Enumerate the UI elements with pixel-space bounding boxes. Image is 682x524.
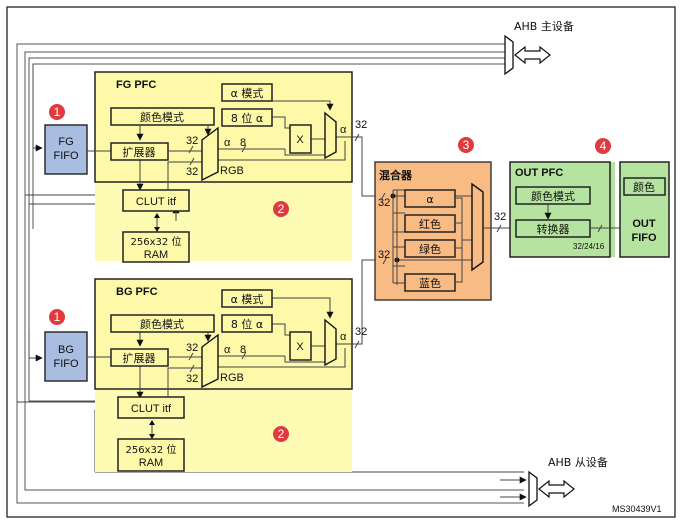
ahb-master-port: AHB 主设备 [504, 19, 574, 76]
out-color-mode-label: 颜色模式 [531, 189, 575, 203]
bg-multiplier-label: X [296, 341, 304, 353]
fg-expander-label: 扩展器 [123, 145, 156, 159]
mixer-bw-out: 32 [494, 211, 506, 223]
bg-pfc-title: BG PFC [116, 286, 158, 298]
fg-clut-ram [122, 231, 190, 263]
bg-fifo [44, 331, 88, 382]
bg-rgb-mux [201, 333, 219, 389]
fg-out-alpha: α [340, 124, 347, 136]
bg-bw-in-bottom: 32 [186, 373, 198, 385]
mixer-channel-red-label: 红色 [419, 217, 441, 231]
bg-rgb-label: RGB [220, 372, 244, 384]
out-color-mode [515, 186, 591, 205]
fg-alpha-mode [221, 83, 273, 102]
mixer-section: 3 混合器 α 红色 绿色 蓝色 32 32 32 [374, 137, 515, 301]
ahb-master-label: AHB 主设备 [514, 19, 574, 33]
out-fifo-label-1: OUT [632, 218, 656, 230]
mixer-bw-fg: 32 [378, 197, 390, 209]
bg-section: BG PFC 1 BG FIFO 颜色模式 扩展器 α 模式 8 位 α X 3… [44, 259, 392, 472]
fg-color-mode [110, 107, 215, 126]
badge-1-bg-label: 1 [54, 310, 61, 324]
bg-bw-out: 32 [355, 326, 367, 338]
badge-3-label: 3 [463, 138, 470, 152]
fg-bw-in-top: 32 [186, 135, 198, 147]
fg-8bit-alpha-label: 8 位 α [231, 111, 263, 125]
bg-8bit-alpha-label: 8 位 α [231, 317, 263, 331]
badge-1 [49, 104, 65, 120]
out-pfc-block [509, 161, 611, 258]
fg-bw-out: 32 [355, 119, 367, 131]
bg-expander-label: 扩展器 [123, 351, 156, 365]
badge-4-label: 4 [600, 139, 607, 153]
bg-ram-label-1: 256x32 位 [126, 443, 177, 456]
bg-color-mode-label: 颜色模式 [140, 317, 184, 331]
fg-8bit-alpha [221, 108, 273, 127]
bg-multiplier [289, 331, 312, 361]
out-fifo-color [623, 177, 666, 196]
bg-alpha-label: α [224, 344, 231, 356]
bg-fifo-label-1: BG [58, 344, 74, 356]
fg-fifo-label-1: FG [58, 136, 73, 148]
fg-clut-itf [122, 189, 190, 212]
badge-1-label: 1 [54, 105, 61, 119]
fg-multiplier [289, 124, 312, 154]
bg-ram-label-2: RAM [139, 457, 163, 469]
mixer-channel-green-label: 绿色 [419, 242, 441, 256]
bg-bw-in-top: 32 [186, 342, 198, 354]
figure-id: MS30439V1 [612, 504, 662, 514]
badge-2 [273, 201, 289, 217]
out-pfc-title: OUT PFC [515, 167, 563, 179]
bg-color-mode [110, 314, 215, 333]
fg-rgb-label: RGB [220, 165, 244, 177]
out-pfc-section: 4 OUT PFC 颜色模式 转换器 32/24/16 颜色 OUT FIFO [509, 138, 670, 258]
mixer-channel-blue-label: 蓝色 [419, 276, 441, 290]
fg-clut-label: CLUT itf [136, 196, 177, 208]
fg-multiplier-label: X [296, 134, 304, 146]
fg-section: FG PFC 1 FG FIFO 颜色模式 扩展器 α 模式 [44, 71, 392, 263]
fg-color-mode-label: 颜色模式 [140, 110, 184, 124]
bg-clut-label: CLUT itf [131, 403, 172, 415]
fg-bw-in-bottom: 32 [186, 166, 198, 178]
out-formats: 32/24/16 [573, 242, 605, 251]
fg-rgb-mux [201, 126, 219, 182]
badge-2-label: 2 [278, 202, 285, 216]
mixer-mux [471, 182, 484, 272]
bg-bw-alpha: 8 [240, 344, 246, 356]
mixer-title: 混合器 [379, 168, 413, 182]
bg-alpha-mode-label: α 模式 [231, 293, 264, 306]
bg-fifo-label-2: FIFO [53, 358, 78, 370]
bidirectional-arrow-icon [538, 479, 575, 499]
badge-1-bg [49, 309, 65, 325]
bg-alpha-mode [221, 289, 273, 308]
out-fifo-color-label: 颜色 [633, 180, 655, 194]
out-fifo-label-2: FIFO [631, 232, 656, 244]
fg-expander [110, 142, 169, 161]
mixer-channel-alpha-label: α [426, 193, 433, 206]
badge-3 [458, 137, 474, 153]
fg-alpha-label: α [224, 137, 231, 149]
ahb-slave-port: AHB 从设备 [500, 455, 608, 508]
fg-bw-alpha: 8 [240, 137, 246, 149]
bidirectional-arrow-icon [514, 45, 551, 65]
bg-8bit-alpha [221, 314, 273, 333]
bg-clut-ram [117, 438, 185, 472]
fg-ram-label-2: RAM [144, 249, 168, 261]
bg-clut-itf [117, 396, 185, 419]
fg-alpha-mode-label: α 模式 [231, 87, 264, 100]
bg-out-alpha: α [340, 331, 347, 343]
fg-pfc-title: FG PFC [116, 79, 156, 91]
fg-ram-label-1: 256x32 位 [131, 235, 182, 248]
fg-fifo [44, 124, 88, 175]
badge-4 [595, 138, 611, 154]
bg-expander [110, 348, 169, 367]
bg-alpha-mux [324, 318, 337, 367]
mixer-bw-bg: 32 [378, 249, 390, 261]
badge-2-bg-label: 2 [278, 427, 285, 441]
fg-alpha-mux [324, 111, 337, 160]
out-converter-label: 转换器 [537, 222, 570, 236]
ahb-slave-label: AHB 从设备 [548, 455, 608, 469]
badge-2-bg [273, 426, 289, 442]
fg-fifo-label-2: FIFO [53, 150, 78, 162]
